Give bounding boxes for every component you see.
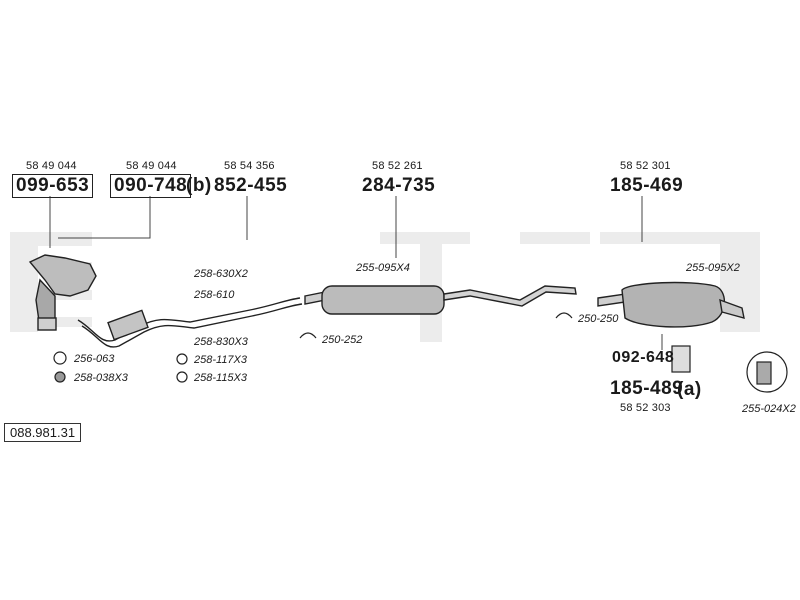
- middle-silencer: [304, 285, 577, 315]
- front-pipe: [77, 297, 303, 348]
- part-oe-5: 58 52 301: [620, 160, 671, 172]
- hardware-icons: [53, 312, 788, 393]
- part-number-6[interactable]: 185-489: [610, 378, 684, 399]
- accessory-6[interactable]: 256-063: [74, 353, 115, 365]
- leader-lines: [49, 196, 682, 365]
- diagram-id: 088.981.31: [4, 423, 82, 442]
- accessory-11[interactable]: 250-250: [578, 313, 619, 325]
- part-oe-1: 58 49 044: [26, 160, 77, 172]
- part-oe-2: 58 49 044: [126, 160, 177, 172]
- accessory-9[interactable]: 250-252: [322, 334, 363, 346]
- rear-silencer: [597, 281, 745, 328]
- accessory-8[interactable]: 255-095X4: [356, 262, 410, 274]
- part-oe-6: 58 52 303: [620, 402, 671, 414]
- accessory-5[interactable]: 258-115X3: [194, 372, 248, 384]
- part-number-2[interactable]: 090-748: [110, 174, 192, 198]
- part-oe-4: 58 52 261: [372, 160, 423, 172]
- part-number-3[interactable]: 852-455: [214, 175, 288, 196]
- accessory-12[interactable]: 255-024X2: [742, 403, 796, 415]
- part-suffix-2: (b): [186, 175, 212, 196]
- part-number-4[interactable]: 284-735: [362, 175, 436, 196]
- accessory-4[interactable]: 258-117X3: [194, 354, 248, 366]
- part-oe-3: 58 54 356: [224, 160, 275, 172]
- accessory-3[interactable]: 258-830X3: [194, 336, 248, 348]
- part-number-1[interactable]: 099-653: [12, 174, 94, 198]
- part-suffix-6: (a): [677, 379, 702, 400]
- part-number-7[interactable]: 092-648: [612, 349, 675, 366]
- manifold-catalyst: [28, 254, 97, 331]
- part-number-5[interactable]: 185-469: [610, 175, 684, 196]
- accessory-10[interactable]: 255-095X2: [686, 262, 740, 274]
- accessory-7[interactable]: 258-038X3: [74, 372, 128, 384]
- accessory-2[interactable]: 258-610: [194, 289, 235, 301]
- accessory-1[interactable]: 258-630X2: [194, 268, 248, 280]
